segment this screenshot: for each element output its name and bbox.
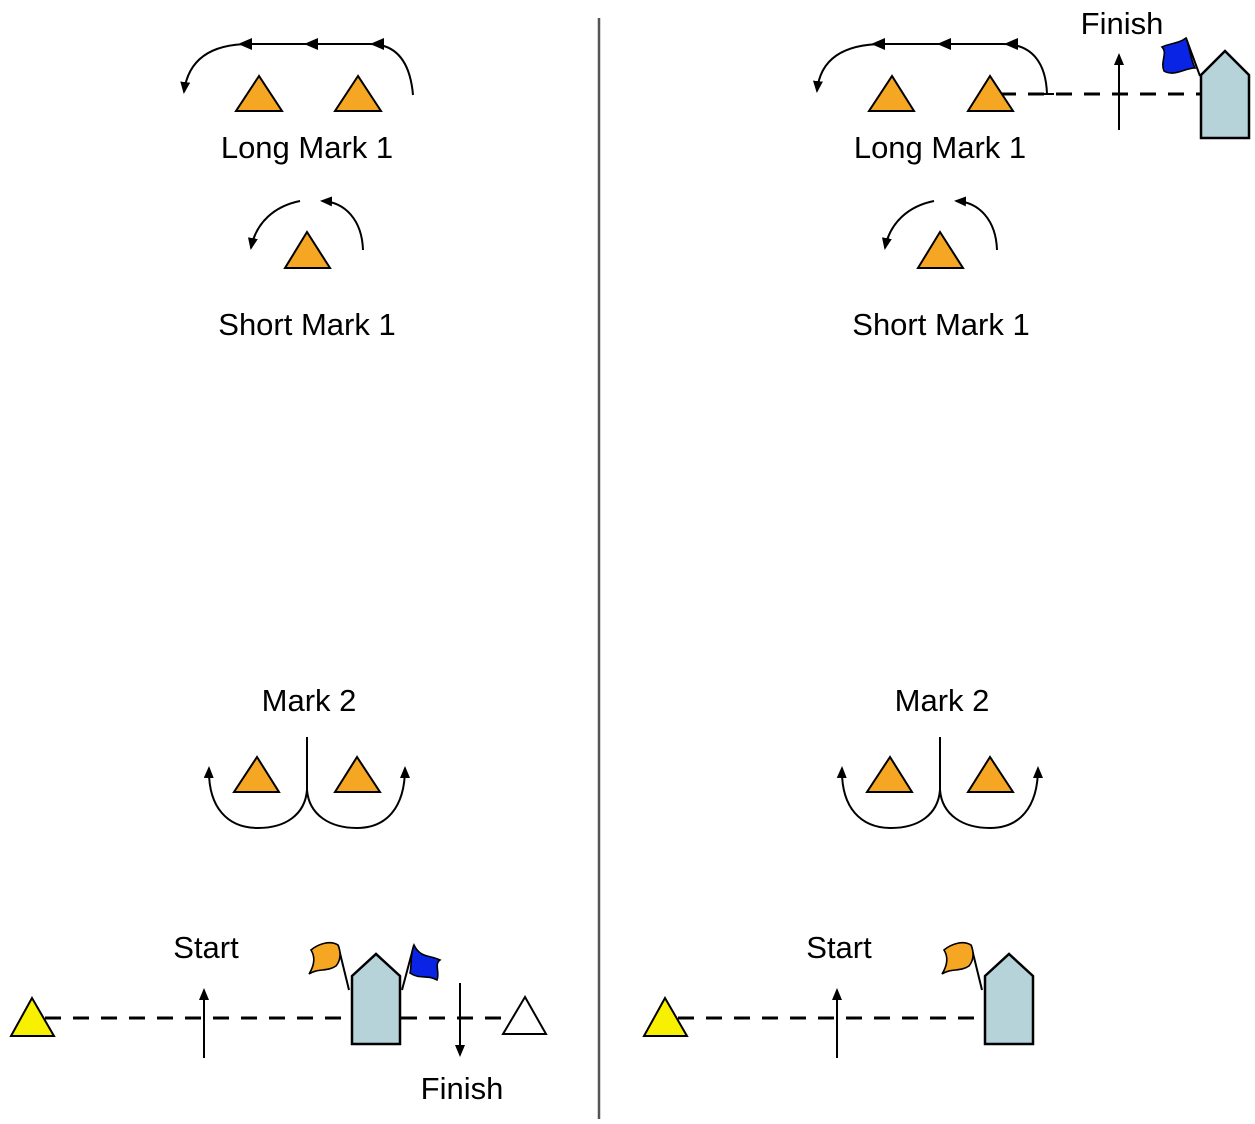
left-blue-flag-icon xyxy=(409,942,442,982)
left-long-mark-rounding-arrow xyxy=(180,43,414,96)
left-mark2-rounding-arrow-right xyxy=(306,766,410,830)
left-committee-boat-icon xyxy=(350,952,402,1046)
right-short-mark-label: Short Mark 1 xyxy=(852,307,1029,342)
right-long-mark-label: Long Mark 1 xyxy=(854,130,1026,165)
right-long-mark-group: Long Mark 1 xyxy=(812,38,1054,165)
right-start-pin-icon xyxy=(642,995,689,1037)
right-committee-boat-start-icon xyxy=(983,952,1035,1046)
right-long-mark-1b-icon xyxy=(966,74,1015,112)
right-mark2-label: Mark 2 xyxy=(895,683,990,718)
left-orange-flag-icon xyxy=(308,942,341,975)
right-finish-group: Finish xyxy=(1000,6,1251,140)
left-short-mark-label: Short Mark 1 xyxy=(218,307,395,342)
right-mark2a-icon xyxy=(865,755,914,793)
arrow-tick-icon xyxy=(304,38,318,50)
right-short-mark-arrow-left xyxy=(881,200,935,250)
arrow-tick-icon xyxy=(937,38,951,50)
arrow-tick-icon xyxy=(370,38,384,50)
right-long-mark-rounding-arrow xyxy=(812,43,1048,95)
left-mark2-group: Mark 2 xyxy=(203,683,410,830)
left-short-mark-group: Short Mark 1 xyxy=(218,196,396,342)
left-short-mark-icon xyxy=(283,230,332,269)
left-short-mark-arrow-right xyxy=(320,196,364,251)
left-start-finish-group: Start Finish xyxy=(9,930,548,1106)
right-start-group: Start xyxy=(642,930,1035,1058)
left-mark2a-icon xyxy=(232,755,281,793)
left-long-mark-1a-icon xyxy=(234,74,284,112)
right-finish-label: Finish xyxy=(1081,6,1164,41)
arrow-tick-icon xyxy=(1004,38,1018,50)
left-mark2-label: Mark 2 xyxy=(262,683,357,718)
right-orange-flag-icon xyxy=(941,942,974,975)
left-finish-label: Finish xyxy=(421,1071,504,1106)
right-start-label: Start xyxy=(806,930,872,965)
left-mark2-rounding-arrow-left xyxy=(203,766,308,830)
left-short-mark-arrow-left xyxy=(247,200,301,250)
right-course: Finish Long Mark 1 Short Mark 1 xyxy=(642,6,1251,1058)
left-finish-pin-icon xyxy=(501,995,548,1035)
left-long-mark-label: Long Mark 1 xyxy=(221,130,393,165)
left-long-mark-1b-icon xyxy=(333,74,383,112)
left-start-label: Start xyxy=(173,930,239,965)
right-mark2b-icon xyxy=(966,755,1015,793)
left-start-pin-icon xyxy=(9,995,56,1037)
right-short-mark-arrow-right xyxy=(954,196,998,251)
right-mark2-rounding-arrow-right xyxy=(939,766,1043,830)
right-short-mark-icon xyxy=(916,230,965,269)
right-long-mark-1a-icon xyxy=(867,74,916,112)
right-mark2-group: Mark 2 xyxy=(836,683,1043,830)
left-course: Long Mark 1 Short Mark 1 Mark 2 Start xyxy=(9,38,548,1106)
left-mark2b-icon xyxy=(333,755,382,793)
right-mark2-rounding-arrow-left xyxy=(836,766,941,830)
right-committee-boat-finish-icon xyxy=(1199,49,1251,140)
right-short-mark-group: Short Mark 1 xyxy=(852,196,1030,342)
left-long-mark-group: Long Mark 1 xyxy=(180,38,414,165)
arrow-tick-icon xyxy=(871,38,885,50)
right-blue-flag-icon xyxy=(1160,36,1197,74)
arrow-tick-icon xyxy=(238,38,252,50)
